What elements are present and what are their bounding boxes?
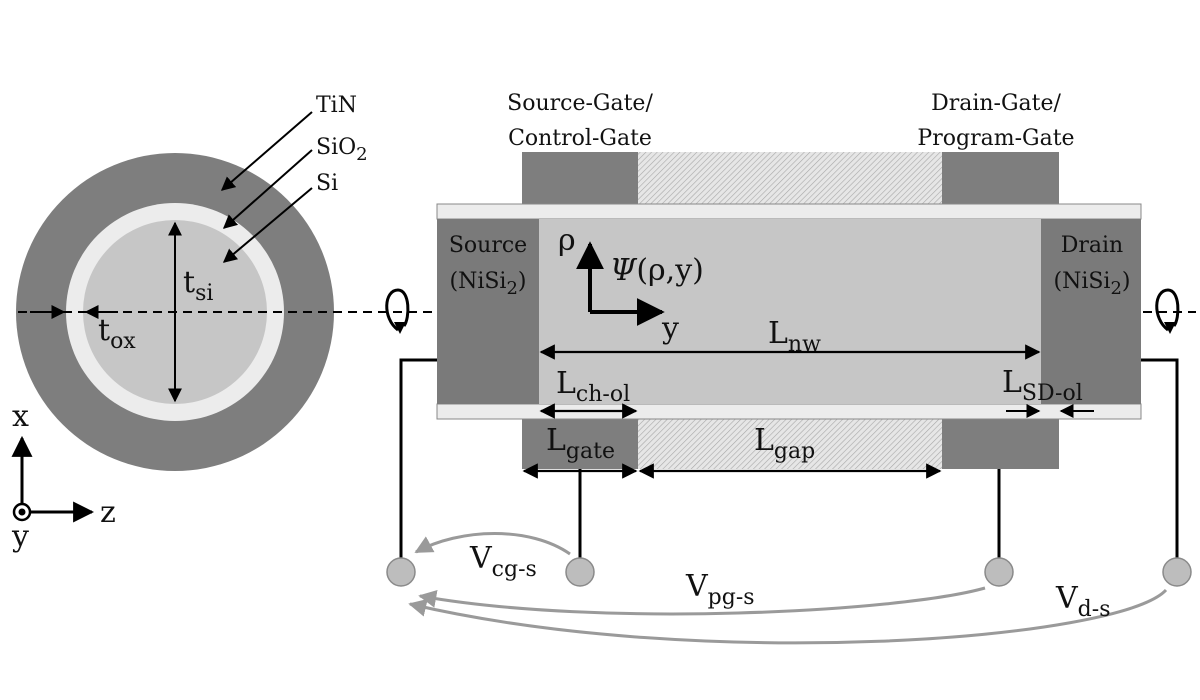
device-longitudinal: Source-Gate/ Control-Gate Drain-Gate/ Pr…: [436, 91, 1142, 479]
tox-label: tox: [98, 313, 136, 354]
drain-wire: [1141, 358, 1179, 560]
y-local-axis-label: y: [661, 311, 679, 346]
sio2-pointer-arrow: [222, 149, 313, 229]
si-label: Si: [316, 171, 338, 196]
lnw-label: Lnw: [768, 316, 821, 357]
tin-label: TiN: [316, 93, 357, 118]
source-gate-top: [522, 152, 638, 204]
control-gate-terminal: [565, 557, 595, 587]
source-gate-bottom: [522, 419, 638, 469]
drain-label-line1: Drain: [1061, 233, 1123, 258]
vpg-label: Vpg-s: [685, 569, 755, 610]
y-axis-label: y: [11, 519, 29, 554]
wiring: [399, 358, 1179, 560]
source-gate-title-line1: Source-Gate/: [507, 91, 653, 116]
source-wire: [399, 358, 437, 560]
vcg-label: Vcg-s: [469, 541, 537, 582]
lgate-label: Lgate: [546, 423, 615, 464]
gap-bottom: [638, 419, 942, 469]
vcg-arrow: [414, 532, 571, 556]
rho-label: ρ: [558, 223, 576, 258]
source-label-line1: Source: [449, 233, 527, 258]
rotation-symbol-right: [1155, 288, 1180, 334]
vd-label: Vd-s: [1055, 581, 1110, 622]
source-terminal: [386, 557, 416, 587]
si-pointer-arrow: [222, 187, 313, 263]
source-gate-title-line2: Control-Gate: [508, 126, 652, 151]
tsi-label: tsi: [183, 265, 213, 306]
drain-gate-title-line1: Drain-Gate/: [931, 91, 1061, 116]
vpg-arrow: [418, 586, 986, 616]
tin-pointer-arrow: [220, 111, 313, 191]
source-contact: [437, 219, 539, 404]
program-gate-terminal: [984, 557, 1014, 587]
drain-terminal: [1162, 557, 1192, 587]
oxide-top: [436, 203, 1142, 220]
silicon-nanowire: [437, 219, 1141, 404]
drain-gate-top: [942, 152, 1059, 204]
source-label-line2: (NiSi2): [449, 269, 526, 299]
drain-gate-bottom: [942, 419, 1059, 469]
drain-contact: [1041, 219, 1141, 404]
vd-arrow: [408, 588, 1168, 645]
lchol-label: Lch-ol: [556, 366, 630, 407]
psi-label: Ψ(ρ,y): [610, 253, 704, 288]
lsdol-label: LSD-ol: [1002, 365, 1083, 406]
rotation-symbol-left: [385, 288, 410, 334]
cross-section: TiN SiO2 Si tsi tox x z y: [11, 93, 368, 554]
gap-top: [638, 152, 942, 204]
y-axis-dot: [18, 508, 26, 516]
x-axis-label: x: [12, 399, 29, 434]
lgap-label: Lgap: [754, 423, 815, 464]
drain-gate-title-line2: Program-Gate: [917, 126, 1074, 151]
sio2-label: SiO2: [316, 135, 368, 165]
z-axis-label: z: [100, 495, 116, 530]
drain-label-line2: (NiSi2): [1053, 269, 1130, 299]
